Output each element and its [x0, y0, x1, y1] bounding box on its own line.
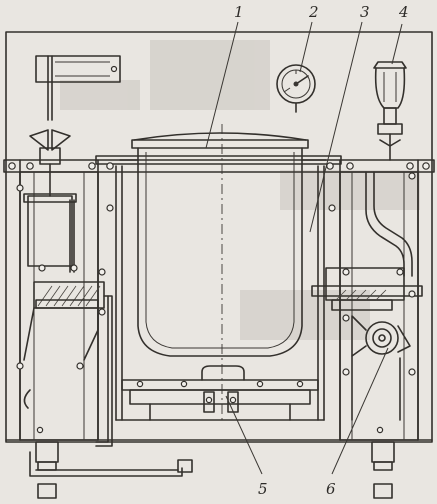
callout-1: 1 [234, 3, 244, 21]
callout-5: 5 [258, 480, 268, 498]
callout-4: 4 [398, 3, 409, 21]
base-feet [29, 441, 395, 499]
pressure-gauge [276, 64, 316, 113]
callout-6: 6 [326, 480, 336, 498]
callout-3: 3 [360, 3, 370, 21]
callout-2: 2 [308, 3, 319, 21]
left-column [19, 55, 121, 447]
top-rail [3, 155, 435, 173]
callout-labels: 1 2 3 4 5 6 [234, 3, 409, 498]
paper-texture [60, 40, 420, 340]
bolts [8, 162, 430, 434]
inner-rails [115, 165, 325, 421]
sight-glass [373, 61, 407, 161]
leader-lines [205, 21, 403, 475]
kettle-vessel [119, 124, 327, 420]
bottom-manifold [115, 365, 325, 421]
right-column [311, 171, 423, 441]
